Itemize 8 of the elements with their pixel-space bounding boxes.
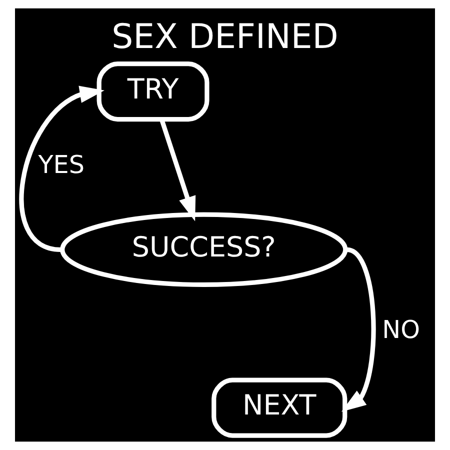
node-box: NEXT — [212, 378, 348, 438]
edge-label: NO — [382, 315, 420, 344]
arrow — [159, 118, 196, 222]
node-ellipse: SUCCESS? — [60, 212, 348, 288]
arrow — [19, 86, 104, 252]
diagram-title: SEX DEFINED — [112, 16, 338, 56]
node-box: TRY — [96, 61, 210, 122]
edge-label: YES — [38, 150, 84, 179]
